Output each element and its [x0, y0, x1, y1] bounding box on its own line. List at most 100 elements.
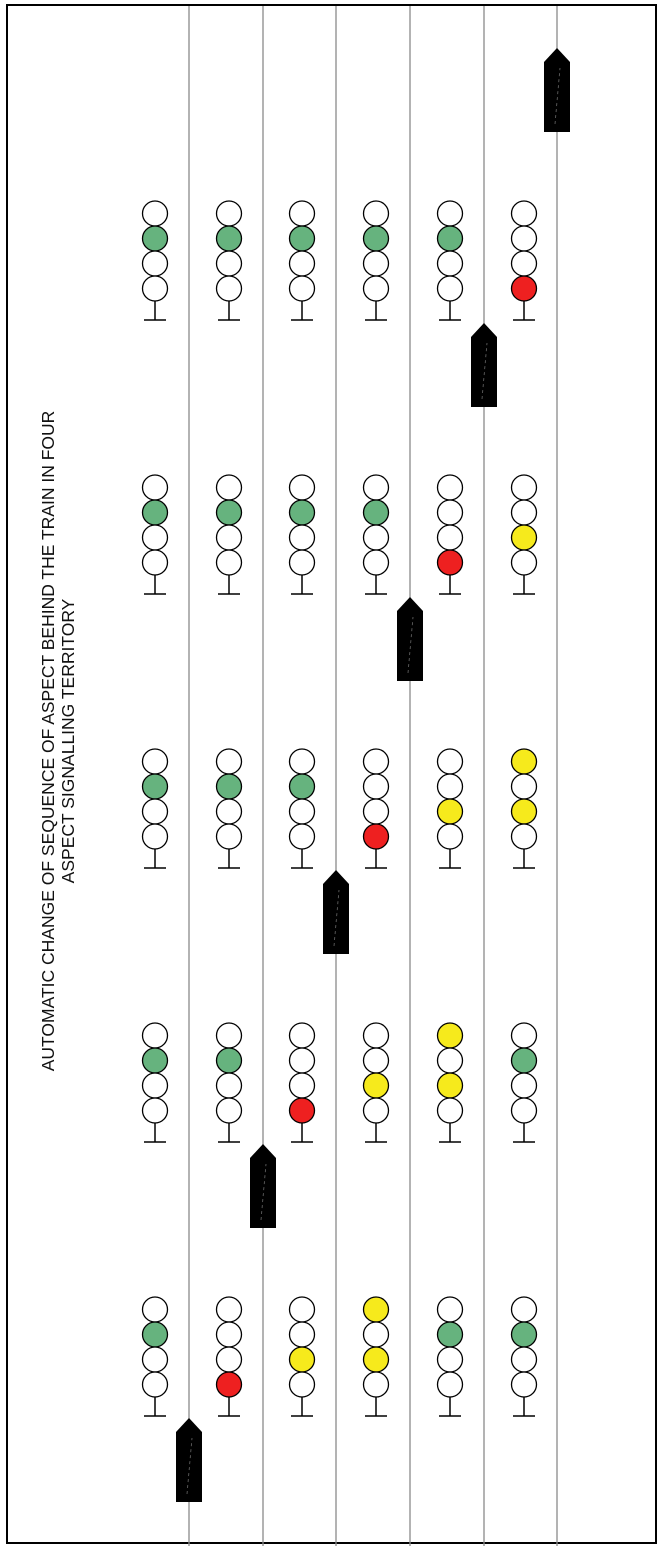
signal-lamp-3-lit — [436, 798, 464, 825]
train-body — [544, 48, 570, 132]
signal-lamp-3-lit — [288, 1346, 316, 1373]
train-stage-6 — [544, 48, 570, 132]
signal-lamp-4-lit — [362, 823, 390, 850]
signal-lamp-1-off — [288, 748, 316, 775]
signal-stage5-col2 — [215, 200, 243, 321]
signal-lamp-2-lit — [436, 1321, 464, 1348]
signal-stage3-col1 — [141, 748, 169, 869]
signal-lamp-2-off — [215, 1321, 243, 1348]
signal-stage1-col6 — [510, 1296, 538, 1417]
signal-lamp-4-off — [288, 823, 316, 850]
signal-stage2-col4 — [362, 1022, 390, 1143]
signal-stage2-col5 — [436, 1022, 464, 1143]
signal-lamp-2-lit — [436, 225, 464, 252]
signal-lamp-3-off — [288, 798, 316, 825]
signal-lamp-4-off — [215, 549, 243, 576]
signal-lamp-4-off — [141, 823, 169, 850]
signal-lamp-2-lit — [362, 499, 390, 526]
signal-lamp-1-lit — [436, 1022, 464, 1049]
signal-stage3-col3 — [288, 748, 316, 869]
signal-lamp-2-lit — [215, 1047, 243, 1074]
signal-lamp-1-off — [436, 1296, 464, 1323]
signal-lamp-4-off — [288, 549, 316, 576]
signal-lamp-2-off — [362, 773, 390, 800]
train-stage-2 — [250, 1144, 276, 1228]
signal-stage1-col1 — [141, 1296, 169, 1417]
signal-lamp-1-off — [510, 1296, 538, 1323]
signal-lamp-1-off — [215, 1296, 243, 1323]
signal-lamp-4-off — [141, 275, 169, 302]
signal-lamp-4-off — [215, 275, 243, 302]
signal-lamp-3-off — [141, 250, 169, 277]
signal-lamp-1-off — [436, 748, 464, 775]
train-body — [176, 1418, 202, 1502]
signal-lamp-1-off — [288, 200, 316, 227]
signal-lamp-1-off — [141, 200, 169, 227]
signal-stage4-col4 — [362, 474, 390, 595]
signal-lamp-1-off — [436, 200, 464, 227]
signal-lamp-3-off — [215, 798, 243, 825]
signal-lamp-2-lit — [215, 773, 243, 800]
signal-lamp-4-lit — [436, 549, 464, 576]
signal-lamp-4-off — [436, 1097, 464, 1124]
signal-lamp-3-off — [362, 250, 390, 277]
signal-lamp-1-off — [141, 474, 169, 501]
signal-lamp-1-lit — [510, 748, 538, 775]
signal-lamp-1-off — [510, 474, 538, 501]
signal-lamp-4-off — [436, 1371, 464, 1398]
signal-stage3-col5 — [436, 748, 464, 869]
signal-lamp-3-off — [215, 1346, 243, 1373]
signal-lamp-2-off — [436, 1047, 464, 1074]
signal-lamp-4-off — [141, 1371, 169, 1398]
signal-stage5-col6 — [510, 200, 538, 321]
signal-lamp-2-lit — [141, 225, 169, 252]
signal-lamp-4-off — [510, 1371, 538, 1398]
signal-lamp-3-off — [141, 524, 169, 551]
signal-lamp-1-off — [362, 748, 390, 775]
signal-lamp-3-lit — [510, 524, 538, 551]
signal-lamp-3-off — [215, 524, 243, 551]
signal-lamp-3-lit — [362, 1346, 390, 1373]
signal-lamp-4-off — [362, 1097, 390, 1124]
signal-lamp-2-off — [510, 225, 538, 252]
signal-lamp-3-off — [215, 1072, 243, 1099]
signal-lamp-3-off — [436, 524, 464, 551]
signal-lamp-3-off — [141, 798, 169, 825]
signal-lamp-3-off — [215, 250, 243, 277]
signal-lamp-2-lit — [141, 773, 169, 800]
signal-stage4-col2 — [215, 474, 243, 595]
signal-stage3-col6 — [510, 748, 538, 869]
signal-lamp-4-off — [510, 549, 538, 576]
train-stage-4 — [397, 597, 423, 681]
signal-stage4-col1 — [141, 474, 169, 595]
signal-stage4-col3 — [288, 474, 316, 595]
signal-lamp-3-off — [141, 1346, 169, 1373]
signal-stage1-col5 — [436, 1296, 464, 1417]
signal-lamp-4-off — [510, 823, 538, 850]
title-line-2: ASPECT SIGNALLING TERRITORY — [58, 598, 78, 884]
signal-lamp-2-lit — [215, 225, 243, 252]
signal-lamp-1-off — [510, 200, 538, 227]
signal-lamp-2-off — [288, 1321, 316, 1348]
signal-lamp-3-off — [510, 250, 538, 277]
signal-lamp-1-off — [215, 200, 243, 227]
title-line-1: AUTOMATIC CHANGE OF SEQUENCE OF ASPECT B… — [38, 410, 58, 1072]
signal-lamp-4-off — [436, 823, 464, 850]
signal-stage5-col5 — [436, 200, 464, 321]
signal-lamp-4-off — [510, 1097, 538, 1124]
signal-lamp-2-off — [288, 1047, 316, 1074]
signal-lamp-4-lit — [288, 1097, 316, 1124]
train-body — [250, 1144, 276, 1228]
signal-stage5-col3 — [288, 200, 316, 321]
signal-lamp-4-off — [362, 549, 390, 576]
signal-stage2-col6 — [510, 1022, 538, 1143]
signal-lamp-1-off — [215, 748, 243, 775]
signal-lamp-1-lit — [362, 1296, 390, 1323]
signal-lamp-3-off — [436, 250, 464, 277]
train-stage-3 — [323, 870, 349, 954]
signal-lamp-1-off — [141, 1022, 169, 1049]
signal-lamp-1-off — [215, 474, 243, 501]
signal-lamp-4-off — [215, 823, 243, 850]
train-body — [471, 323, 497, 407]
signal-lamp-2-off — [510, 499, 538, 526]
